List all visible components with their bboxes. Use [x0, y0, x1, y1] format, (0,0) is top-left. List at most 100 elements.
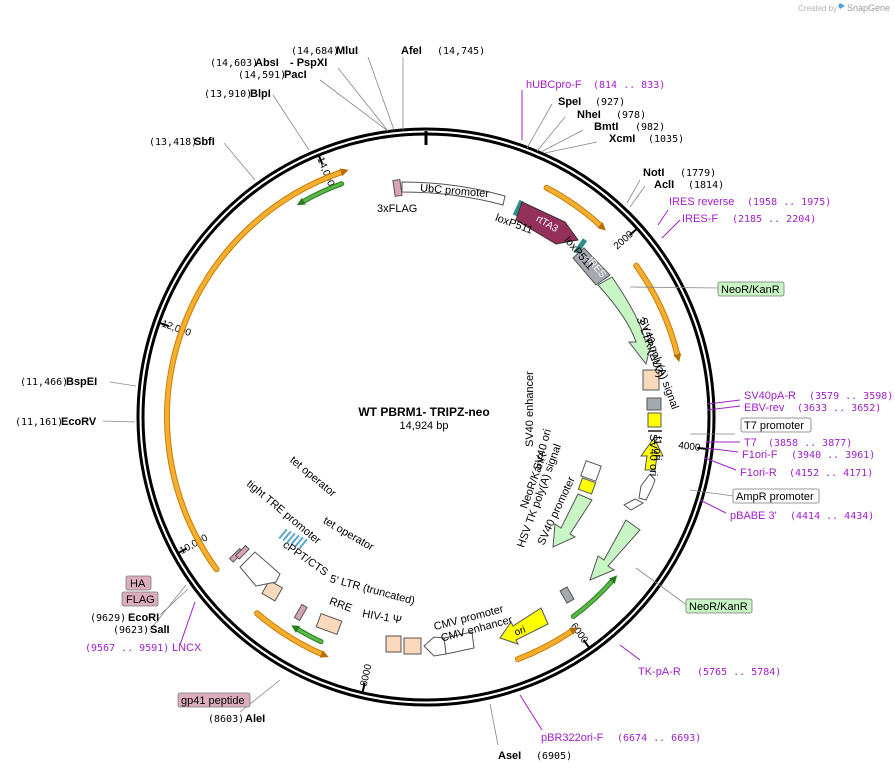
f1-ori-label: f1 ori — [651, 436, 663, 460]
enzyme-sbfi-name: SbfI — [194, 136, 215, 148]
green-arrowhead — [291, 625, 301, 633]
enzyme-alei-pos: (8603) — [208, 714, 244, 725]
enzyme-blpi-name: BlpI — [250, 88, 271, 100]
orf-arc-outline — [164, 169, 345, 573]
loxp511-b-feature — [573, 238, 588, 255]
hiv1-psi-feature — [385, 635, 402, 653]
three-x-flag-label: 3xFLAG — [377, 203, 417, 215]
tick-label: 4000 — [678, 440, 702, 453]
orf-arc — [165, 170, 344, 572]
orf-arrowhead — [597, 222, 606, 231]
orf-arc — [515, 629, 574, 662]
rre-label: RRE — [328, 596, 354, 615]
ha-box: HA — [130, 578, 146, 590]
tick-mark — [158, 321, 169, 327]
primer-lncx-name: LNCX — [172, 642, 202, 654]
ltr3-feature — [642, 369, 660, 391]
ubc-promoter-feature — [401, 181, 506, 206]
tick-label: 8000 — [359, 663, 375, 688]
tick-mark — [582, 639, 591, 649]
sv40-polya-feature-1 — [646, 397, 662, 411]
f1-ori-feature — [640, 437, 664, 471]
snapgene-brand: SnapGene — [847, 3, 890, 13]
primer-sv40pa-r-name: SV40pA-R — [744, 390, 796, 402]
green-arrow — [571, 579, 614, 618]
ltr5-feature — [403, 637, 422, 655]
primer-f1ori-f-pos: (3940 .. 3961) — [791, 450, 875, 461]
ori-label: ori — [513, 624, 527, 638]
enzyme-paci-pos: (14,591) — [238, 70, 286, 81]
enzyme-asei-pos: (6905) — [536, 751, 572, 762]
ampr-promoter-box: AmpR promoter — [736, 491, 814, 503]
enzyme-ecorv-name: EcoRV — [61, 416, 97, 428]
orf-arrowhead — [568, 627, 578, 635]
primer-tk-pa-r-pos: (5765 .. 5784) — [697, 667, 781, 678]
t7-site — [648, 430, 662, 432]
enzyme-pspxi-name: - PspXI — [290, 57, 327, 69]
primer-f1ori-r-name: F1ori-R — [740, 467, 777, 479]
hiv1-label: HIV-1 Ψ — [361, 608, 402, 627]
enzyme-bspei-pos: (11,466) — [20, 377, 68, 388]
ampr-promoter-feature-b — [623, 498, 645, 511]
sv40-ori-feature-1 — [647, 412, 662, 428]
neo-kanr-inner-feature — [552, 493, 593, 548]
enzyme-mlui-pos: (14,684) — [291, 46, 339, 57]
neo-kanr-box-2: NeoR/KanR — [689, 601, 748, 613]
enzyme-nhei-name: NheI — [577, 109, 601, 121]
enzyme-labels-right: SpeI (927) NheI (978) BmtI (982) XcmI (1… — [558, 96, 724, 191]
primer-ires-reverse-name: IRES reverse — [669, 196, 734, 208]
sv40-enhancer-feature — [580, 460, 602, 482]
enzyme-labels-top-left: (14,684) MluI AfeI (14,745) (14,603) Abs… — [15, 45, 572, 762]
neo-kanr-box-1: NeoR/KanR — [721, 284, 780, 296]
enzyme-blpi-pos: (13,910) — [204, 89, 252, 100]
primer-sv40pa-r-pos: (3579 .. 3598) — [809, 391, 893, 402]
tet-op-label-1: tet operator — [287, 454, 338, 500]
enzyme-sali-name: SalI — [150, 624, 170, 636]
cppt-label: cPPT/CTS — [280, 539, 329, 579]
enzyme-nhei-pos: (978) — [616, 110, 646, 121]
primer-pbabe-name: pBABE 3' — [730, 510, 777, 522]
enzyme-sali-pos: (9623) — [113, 625, 149, 636]
tick-mark — [361, 682, 366, 693]
neo-kanr-feature-2 — [589, 519, 641, 581]
plasmid-size: 14,924 bp — [400, 420, 449, 432]
tick-mark — [697, 446, 708, 450]
rre-feature — [315, 613, 343, 635]
enzyme-noti-name: NotI — [643, 167, 664, 179]
three-x-flag-feature — [392, 178, 403, 197]
primer-hubcpro-name: hUBCpro-F — [526, 79, 582, 91]
ubc-promoter-label: UbC promoter — [420, 182, 490, 200]
primer-f1ori-r-pos: (4152 .. 4171) — [789, 468, 873, 479]
tight-tre-label: tight TRE promoter — [244, 478, 323, 547]
primer-hubcpro-pos: (814 .. 833) — [593, 80, 665, 91]
sv40-polya-label-1: SV40 poly(A) signal — [636, 316, 680, 411]
enzyme-acli-pos: (1814) — [688, 180, 724, 191]
ha-tag-feature — [234, 544, 250, 560]
orf-arc — [255, 611, 324, 656]
tick-mark — [317, 154, 324, 165]
feature-shapes — [228, 178, 664, 657]
plasmid-name: WT PBRM1- TRIPZ-neo — [358, 405, 489, 419]
enzyme-bspei-name: BspEI — [66, 376, 97, 388]
enzyme-alei-name: AleI — [245, 713, 265, 725]
tight-tre-feature — [239, 551, 281, 587]
ampr-promoter-feature — [638, 473, 656, 501]
enzyme-afei-pos: (14,745) — [437, 46, 485, 57]
orf-arrowhead — [319, 650, 329, 658]
leader-lines — [102, 56, 735, 746]
ori-feature — [499, 607, 549, 645]
enzyme-mlui-name: MluI — [336, 45, 358, 57]
enzyme-spei-name: SpeI — [558, 96, 581, 108]
flag-box: FLAG — [126, 594, 155, 606]
primer-tk-pa-r-name: TK-pA-R — [638, 666, 681, 678]
cppt-feature — [261, 579, 284, 602]
orf-arrowhead — [339, 168, 349, 177]
enzyme-noti-pos: (1779) — [680, 168, 716, 179]
primer-pbr322ori-pos: (6674 .. 6693) — [617, 733, 701, 744]
enzyme-absi-pos: (14,603) — [210, 58, 258, 69]
enzyme-spei-pos: (927) — [595, 97, 625, 108]
primer-t7-name: T7 — [744, 437, 757, 449]
primer-ebv-rev-name: EBV-rev — [744, 402, 785, 414]
enzyme-absi-name: AbsI — [255, 57, 279, 69]
